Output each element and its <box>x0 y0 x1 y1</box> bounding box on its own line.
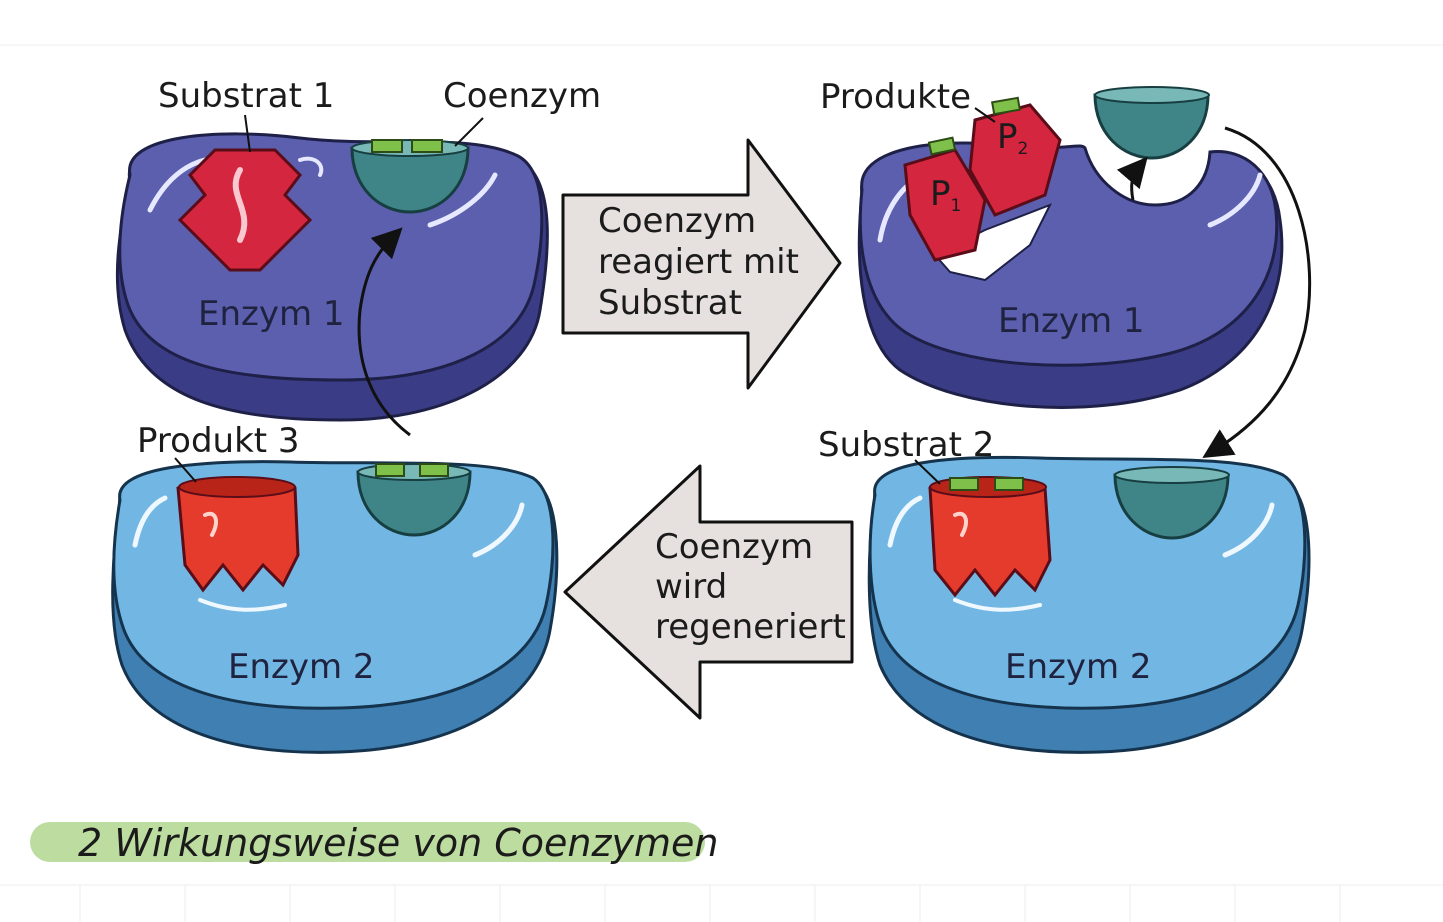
caption-text: 2 Wirkungsweise von Coenzymen <box>78 821 718 865</box>
enzyme-1-with-products <box>857 86 1284 409</box>
label-p1: P1 <box>930 174 961 216</box>
arrow-right-line-1: Coenzym <box>598 201 756 241</box>
coenzyme-bowl-bottom-left <box>356 470 472 537</box>
enzyme-2-with-substrate <box>867 455 1311 754</box>
arrow-left-line-1: Coenzym <box>655 527 813 567</box>
label-produkte: Produkte <box>820 77 971 117</box>
enzyme-label-top-right: Enzym 1 <box>998 301 1145 341</box>
arrow-reaction <box>561 138 842 390</box>
label-produkt-3: Produkt 3 <box>137 421 300 461</box>
coenzyme-tab <box>371 139 403 153</box>
background-grid <box>0 44 1443 922</box>
label-substrat-1: Substrat 1 <box>158 76 334 116</box>
arrow-left-line-2: wird <box>655 567 727 607</box>
cycle-arrow-right <box>1202 126 1312 458</box>
coenzyme-tab <box>411 139 443 153</box>
enzyme-2-with-product <box>111 457 559 754</box>
enzyme-label-bottom-right: Enzym 2 <box>1005 647 1152 687</box>
coenzyme-bowl <box>350 146 470 214</box>
caption-band <box>30 822 705 862</box>
enzyme-1-with-substrate <box>115 114 549 422</box>
label-substrat-2: Substrat 2 <box>818 425 994 465</box>
enzyme-label-top-left: Enzym 1 <box>198 294 345 334</box>
arrow-right-line-2: reagiert mit <box>598 242 799 282</box>
coenzyme-released <box>1093 93 1210 160</box>
coenzyme-bowl-bottom-right <box>1113 473 1230 540</box>
label-coenzym: Coenzym <box>443 76 601 116</box>
arrow-regeneration <box>563 464 854 720</box>
cycle-arrow-left <box>357 227 411 437</box>
arrow-right-line-3: Substrat <box>598 283 742 323</box>
arrow-left-line-3: regeneriert <box>655 607 846 647</box>
enzyme-label-bottom-left: Enzym 2 <box>228 647 375 687</box>
product-p2 <box>968 103 1062 217</box>
label-p2: P2 <box>997 117 1028 159</box>
